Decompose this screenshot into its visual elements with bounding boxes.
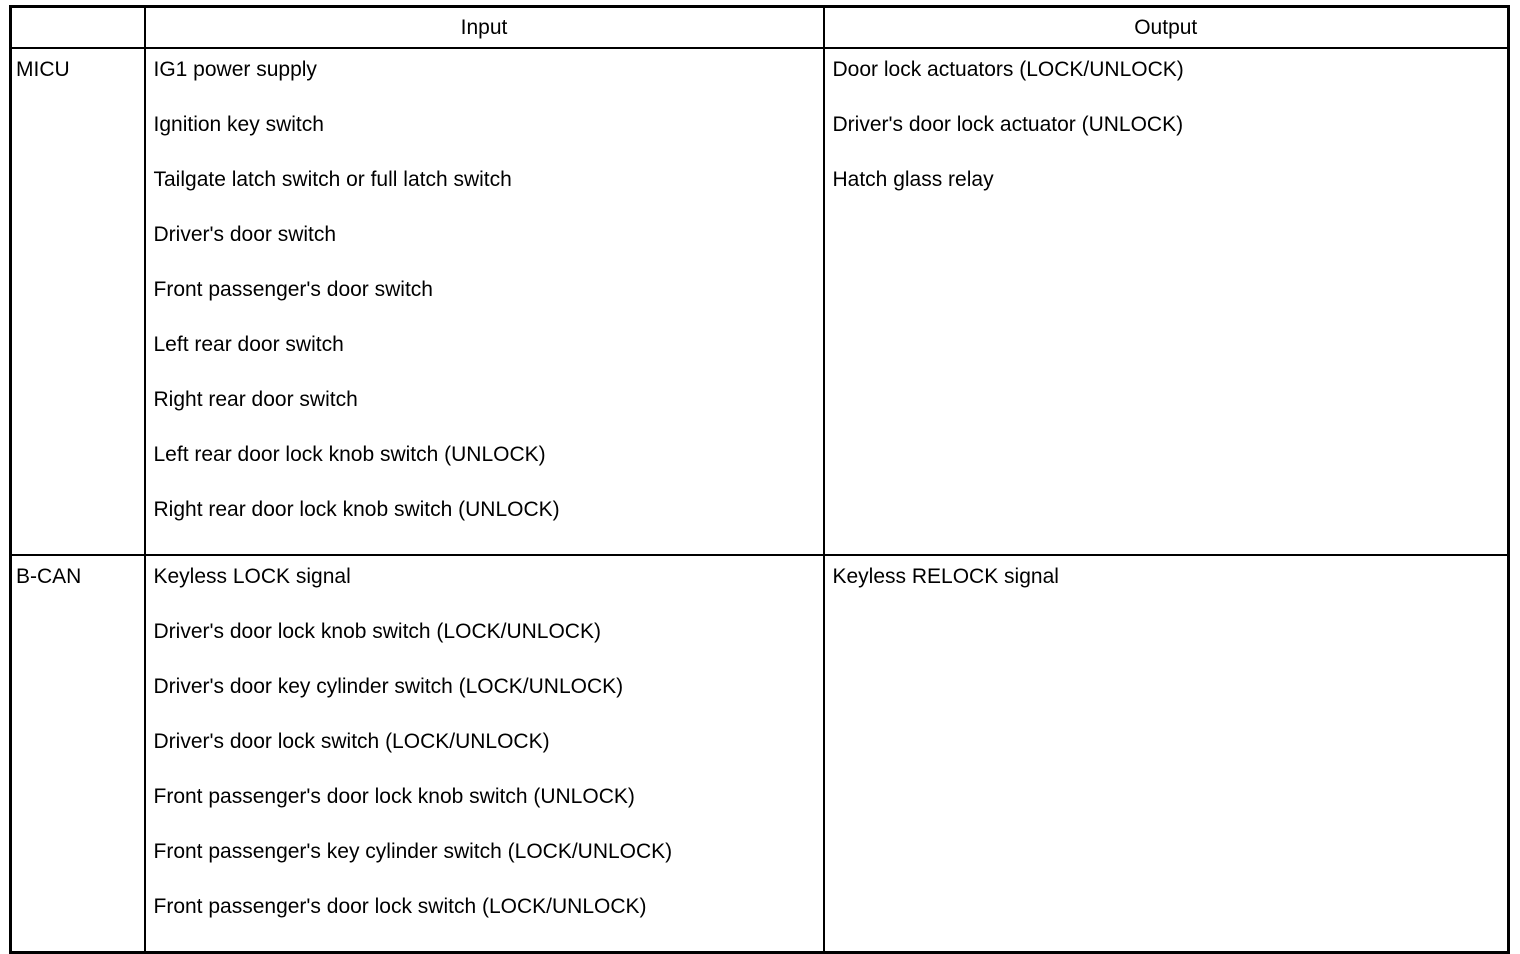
output-cell-micu: Door lock actuators (LOCK/UNLOCK) Driver…	[822, 47, 1510, 556]
output-cell-bcan: Keyless RELOCK signal	[822, 554, 1510, 954]
list-item: Hatch glass relay	[832, 168, 994, 191]
list-item: IG1 power supply	[153, 58, 317, 81]
system-label: B-CAN	[16, 565, 82, 588]
list-item: Keyless RELOCK signal	[832, 565, 1059, 588]
input-list: IG1 power supply Ignition key switch Tai…	[153, 58, 823, 554]
header-input: Input	[143, 5, 825, 49]
table-row: B-CAN Keyless LOCK signal Driver's door …	[9, 554, 1510, 954]
list-item: Driver's door lock knob switch (LOCK/UNL…	[153, 620, 601, 643]
list-item: Front passenger's door lock switch (LOCK…	[153, 895, 647, 918]
header-system-column	[9, 5, 146, 49]
list-item: Tailgate latch switch or full latch swit…	[153, 168, 512, 191]
list-item: Front passenger's key cylinder switch (L…	[153, 840, 673, 863]
list-item: Driver's door lock switch (LOCK/UNLOCK)	[153, 730, 550, 753]
list-item: Driver's door switch	[153, 223, 337, 246]
input-cell-bcan: Keyless LOCK signal Driver's door lock k…	[143, 554, 825, 954]
input-list: Keyless LOCK signal Driver's door lock k…	[153, 565, 823, 951]
input-cell-micu: IG1 power supply Ignition key switch Tai…	[143, 47, 825, 556]
table-header-row: Input Output	[9, 5, 1510, 49]
output-list: Door lock actuators (LOCK/UNLOCK) Driver…	[832, 58, 1508, 224]
list-item: Left rear door lock knob switch (UNLOCK)	[153, 443, 546, 466]
header-output: Output	[822, 5, 1510, 49]
list-item: Door lock actuators (LOCK/UNLOCK)	[832, 58, 1184, 81]
input-output-table: Input Output MICU IG1 power supply Ignit…	[9, 5, 1510, 954]
list-item: Front passenger's door switch	[153, 278, 433, 301]
system-cell-micu: MICU	[9, 47, 146, 556]
list-item: Front passenger's door lock knob switch …	[153, 785, 635, 808]
list-item: Right rear door lock knob switch (UNLOCK…	[153, 498, 560, 521]
list-item: Ignition key switch	[153, 113, 324, 136]
input-output-table-container: Input Output MICU IG1 power supply Ignit…	[9, 5, 1510, 954]
list-item: Right rear door switch	[153, 388, 358, 411]
system-label: MICU	[16, 58, 70, 81]
table-row: MICU IG1 power supply Ignition key switc…	[9, 47, 1510, 556]
list-item: Driver's door key cylinder switch (LOCK/…	[153, 675, 624, 698]
system-cell-bcan: B-CAN	[9, 554, 146, 954]
list-item: Left rear door switch	[153, 333, 344, 356]
list-item: Keyless LOCK signal	[153, 565, 351, 588]
list-item: Driver's door lock actuator (UNLOCK)	[832, 113, 1184, 136]
output-list: Keyless RELOCK signal	[832, 565, 1508, 621]
